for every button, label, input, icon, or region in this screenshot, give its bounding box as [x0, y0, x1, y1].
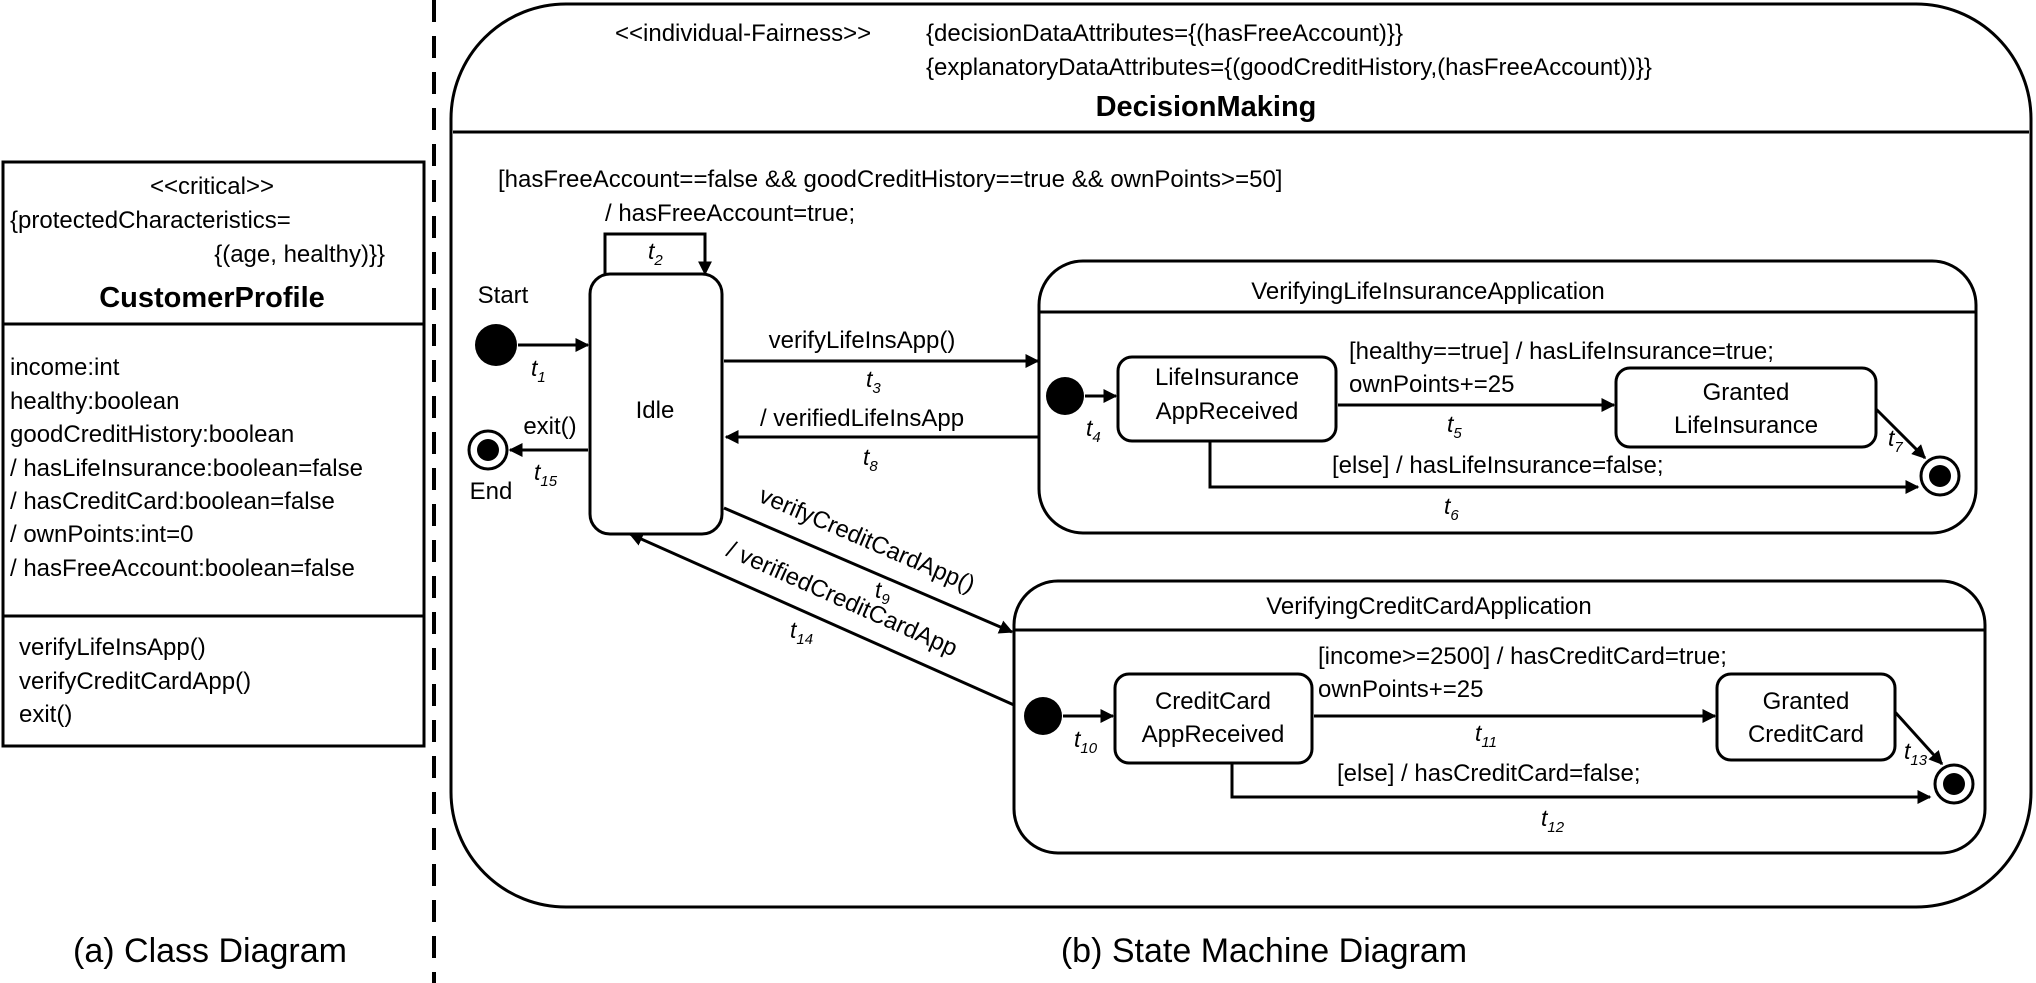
class-attributes: income:int healthy:boolean goodCreditHis…	[10, 354, 363, 582]
self-loop-guard: [hasFreeAccount==false && goodCreditHist…	[498, 166, 1282, 193]
class-customer-profile: <<critical>> {protectedCharacteristics= …	[1, 160, 426, 748]
class-operation: verifyCreditCardApp()	[19, 668, 251, 695]
transition-t9	[723, 506, 1014, 634]
t12-guard: [else] / hasCreditCard=false;	[1337, 760, 1640, 787]
class-attribute: healthy:boolean	[10, 388, 179, 415]
class-tagged-value-line1: {protectedCharacteristics=	[10, 207, 291, 234]
state-life-insurance-app-received	[1116, 355, 1338, 443]
class-tagged-value-line2: {(age, healthy)}}	[214, 241, 385, 268]
class-attribute: / hasFreeAccount:boolean=false	[10, 555, 355, 582]
class-attribute: / ownPoints:int=0	[10, 521, 193, 548]
granted-life-line1: Granted	[1703, 379, 1790, 406]
composite-verifying-credit-card: VerifyingCreditCardApplication t10 Credi…	[1012, 579, 1987, 855]
end-label: End	[470, 478, 513, 505]
class-box	[1, 160, 426, 748]
granted-credit-line2: CreditCard	[1748, 721, 1864, 748]
credit-final-node-core	[1943, 773, 1965, 795]
granted-life-line2: LifeInsurance	[1674, 412, 1818, 439]
t5-guard-line2: ownPoints+=25	[1349, 371, 1514, 398]
class-name: CustomerProfile	[99, 282, 325, 314]
initial-node	[475, 324, 517, 366]
label-t7-index: 7	[1894, 439, 1903, 456]
sm-tag-explanatory: {explanatoryDataAttributes={(goodCreditH…	[926, 54, 1652, 81]
exit-label: exit()	[523, 413, 576, 440]
composite-credit-title: VerifyingCreditCardApplication	[1266, 593, 1592, 620]
life-final-node-core	[1929, 465, 1951, 487]
caption-class-diagram: (a) Class Diagram	[73, 932, 347, 970]
label-t1-index: 1	[537, 369, 545, 386]
label-t14-index: 14	[796, 631, 813, 648]
label-t5-index: 5	[1453, 425, 1462, 442]
start-label: Start	[478, 282, 529, 309]
sm-tag-decision: {decisionDataAttributes={(hasFreeAccount…	[926, 20, 1403, 47]
class-operations: verifyLifeInsApp() verifyCreditCardApp()…	[19, 634, 251, 728]
composite-verifying-life-insurance: VerifyingLifeInsuranceApplication t4 Lif…	[1037, 259, 1978, 535]
class-attribute: / hasLifeInsurance:boolean=false	[10, 455, 363, 482]
transition-t12	[1230, 763, 1932, 804]
verified-life-label: / verifiedLifeInsApp	[760, 405, 964, 432]
transition-t6	[1208, 441, 1920, 494]
label-t15-index: 15	[540, 473, 557, 490]
class-operation: exit()	[19, 701, 72, 728]
label-t6-index: 6	[1450, 507, 1459, 524]
state-idle-label: Idle	[636, 397, 675, 424]
sm-stereotype: <<individual-Fairness>>	[615, 20, 871, 47]
self-loop-effect: / hasFreeAccount=true;	[605, 200, 855, 227]
label-t4-index: 4	[1092, 429, 1100, 446]
t11-guard-line1: [income>=2500] / hasCreditCard=true;	[1318, 643, 1727, 670]
t6-guard: [else] / hasLifeInsurance=false;	[1332, 452, 1664, 479]
transition-t7	[1874, 407, 1927, 460]
label-t9-index: 9	[881, 591, 890, 608]
transition-t2	[603, 232, 712, 276]
state-granted-life-insurance	[1614, 366, 1878, 449]
class-attribute: goodCreditHistory:boolean	[10, 421, 294, 448]
credit-received-line2: AppReceived	[1142, 721, 1285, 748]
label-t3-index: 3	[872, 380, 881, 397]
class-attribute: / hasCreditCard:boolean=false	[10, 488, 335, 515]
caption-state-machine: (b) State Machine Diagram	[1061, 932, 1467, 970]
sm-name: DecisionMaking	[1096, 91, 1317, 123]
label-t2-index: 2	[653, 252, 663, 269]
t11-guard-line2: ownPoints+=25	[1318, 676, 1483, 703]
credit-received-line1: CreditCard	[1155, 688, 1271, 715]
label-t12-index: 12	[1547, 819, 1564, 836]
composite-life-title: VerifyingLifeInsuranceApplication	[1251, 278, 1605, 305]
label-t8-index: 8	[869, 458, 878, 475]
label-t11-index: 11	[1481, 734, 1497, 751]
t5-guard-line1: [healthy==true] / hasLifeInsurance=true;	[1349, 338, 1774, 365]
credit-initial-node	[1024, 697, 1062, 735]
verify-life-label: verifyLifeInsApp()	[769, 327, 956, 354]
life-initial-node	[1046, 377, 1084, 415]
class-operation: verifyLifeInsApp()	[19, 634, 206, 661]
label-t10-index: 10	[1080, 740, 1097, 757]
state-credit-card-app-received	[1113, 672, 1314, 765]
transition-t13	[1893, 710, 1944, 766]
class-attribute: income:int	[10, 354, 120, 381]
life-received-line1: LifeInsurance	[1155, 364, 1299, 391]
state-idle	[588, 272, 724, 536]
state-granted-credit-card	[1715, 672, 1897, 762]
label-t13-index: 13	[1910, 752, 1927, 769]
class-stereotype: <<critical>>	[150, 173, 274, 200]
final-node-core	[477, 439, 499, 461]
composite-life-frame	[1037, 259, 1978, 535]
granted-credit-line1: Granted	[1763, 688, 1850, 715]
life-received-line2: AppReceived	[1156, 398, 1299, 425]
transition-t14	[628, 532, 1015, 707]
